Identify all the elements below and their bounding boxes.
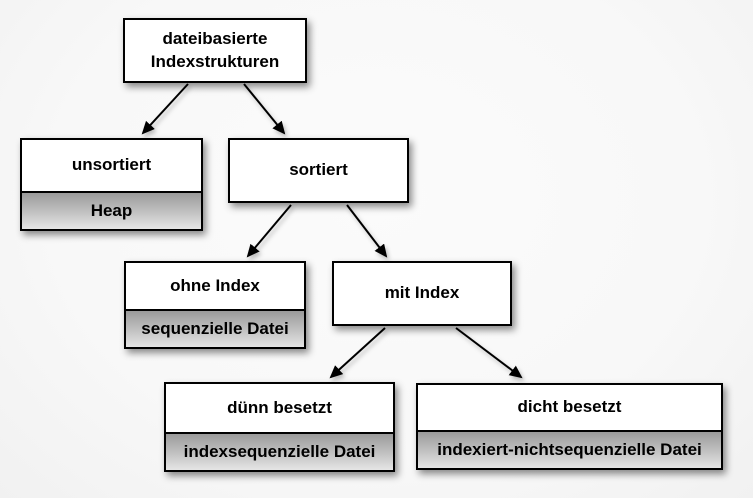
node-dicht-besetzt-sublabel: indexiert-nichtsequenzielle Datei xyxy=(418,430,721,468)
node-mit-index-label: mit Index xyxy=(384,283,460,303)
node-sortiert-label: sortiert xyxy=(289,160,348,180)
node-root-label: dateibasierte Indexstrukturen xyxy=(150,28,280,71)
node-duenn-besetzt-sublabel: indexsequenzielle Datei xyxy=(166,432,393,470)
node-unsortiert-label: unsortiert xyxy=(71,155,152,175)
arrow-sortiert-to-mit-index xyxy=(346,204,388,258)
node-ohne-index-label: ohne Index xyxy=(170,275,260,295)
node-unsortiert-sublabel: Heap xyxy=(22,191,201,229)
node-dicht-besetzt: dicht besetzt indexiert-nichtsequenziell… xyxy=(416,383,723,470)
arrow-root-to-unsortiert xyxy=(141,83,189,135)
node-root: dateibasierte Indexstrukturen xyxy=(123,18,307,83)
node-unsortiert: unsortiert Heap xyxy=(20,138,203,231)
node-sortiert: sortiert xyxy=(228,138,409,203)
node-duenn-besetzt-label: dünn besetzt xyxy=(227,397,332,417)
node-mit-index: mit Index xyxy=(332,261,512,326)
node-ohne-index-sublabel: sequenzielle Datei xyxy=(126,309,304,347)
node-duenn-besetzt: dünn besetzt indexsequenzielle Datei xyxy=(164,382,395,472)
arrow-sortiert-to-ohne-index xyxy=(246,204,292,258)
arrow-mit-index-to-dicht-besetzt xyxy=(455,327,523,379)
arrow-root-to-sortiert xyxy=(243,83,286,135)
node-ohne-index: ohne Index sequenzielle Datei xyxy=(124,261,306,349)
arrow-mit-index-to-duenn-besetzt xyxy=(329,327,386,379)
node-dicht-besetzt-label: dicht besetzt xyxy=(517,397,622,417)
